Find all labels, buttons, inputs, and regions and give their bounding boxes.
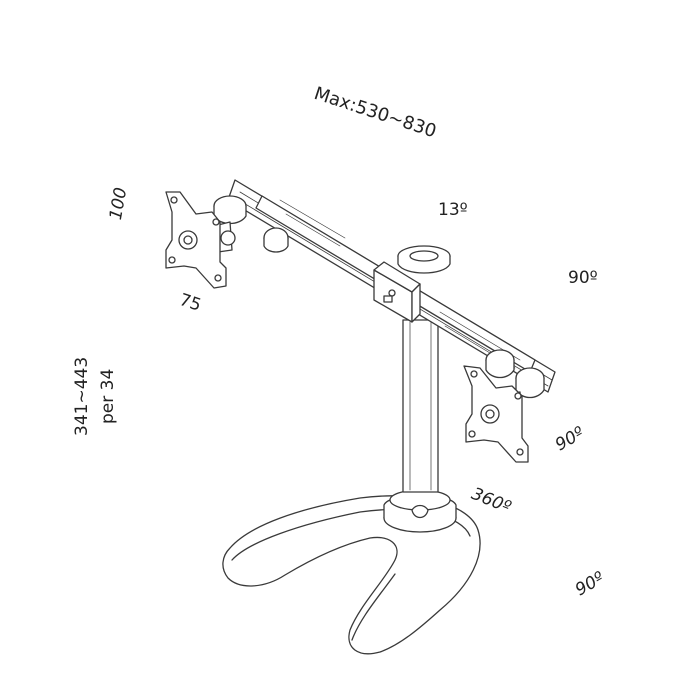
top-plate <box>397 245 451 274</box>
left-vesa-plate <box>165 191 227 289</box>
center-clamp <box>373 261 421 323</box>
height-range-label: 341~443 <box>72 356 92 436</box>
vertical-pole <box>402 319 439 493</box>
rotation-angle-label-top: 90º <box>568 268 598 288</box>
tilt-angle-label: 13º <box>438 200 468 220</box>
height-step-label: per 34 <box>98 368 118 424</box>
column-collar <box>383 489 457 533</box>
right-vesa-plate <box>463 365 529 463</box>
